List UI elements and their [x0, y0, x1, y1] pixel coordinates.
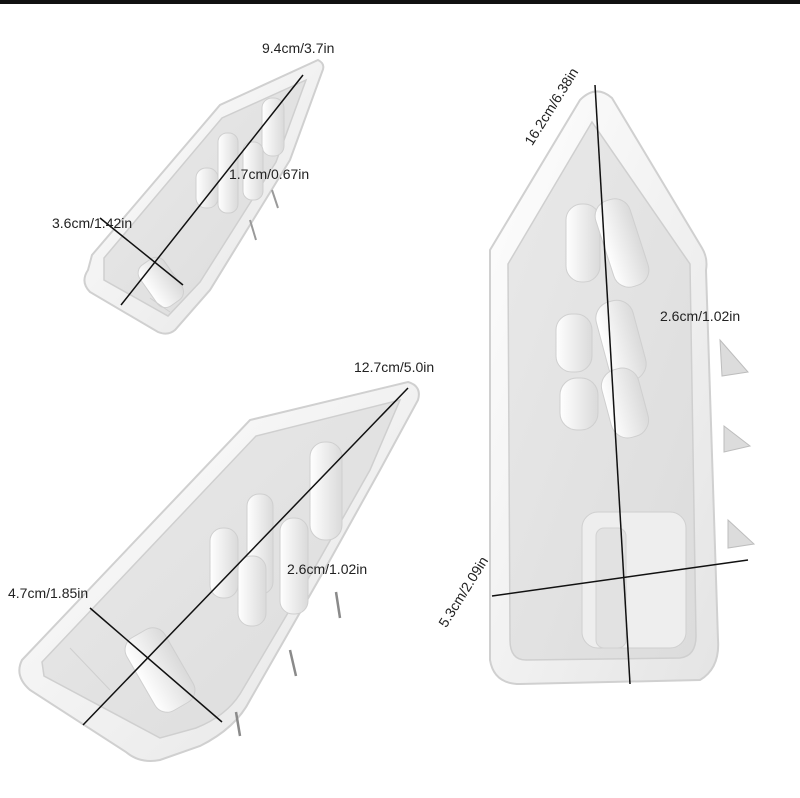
large-width-line — [491, 559, 749, 597]
large-length-line — [594, 84, 631, 685]
medium-width-line — [89, 607, 223, 723]
large-mold — [489, 84, 756, 686]
medium-height-label: 2.6cm/1.02in — [287, 561, 368, 577]
small-width-label: 3.6cm/1.42in — [52, 215, 133, 231]
large-height-label: 2.6cm/1.02in — [660, 308, 741, 324]
small-width-line — [99, 217, 184, 286]
small-height-label: 1.7cm/0.67in — [229, 166, 310, 182]
small-length-line — [120, 74, 304, 306]
medium-length-line — [82, 387, 409, 726]
medium-mold — [18, 380, 420, 762]
medium-length-label: 12.7cm/5.0in — [354, 359, 435, 375]
top-border — [0, 0, 800, 4]
medium-width-label: 4.7cm/1.85in — [8, 585, 89, 601]
small-length-label: 9.4cm/3.7in — [262, 40, 335, 56]
small-mold — [83, 58, 325, 335]
